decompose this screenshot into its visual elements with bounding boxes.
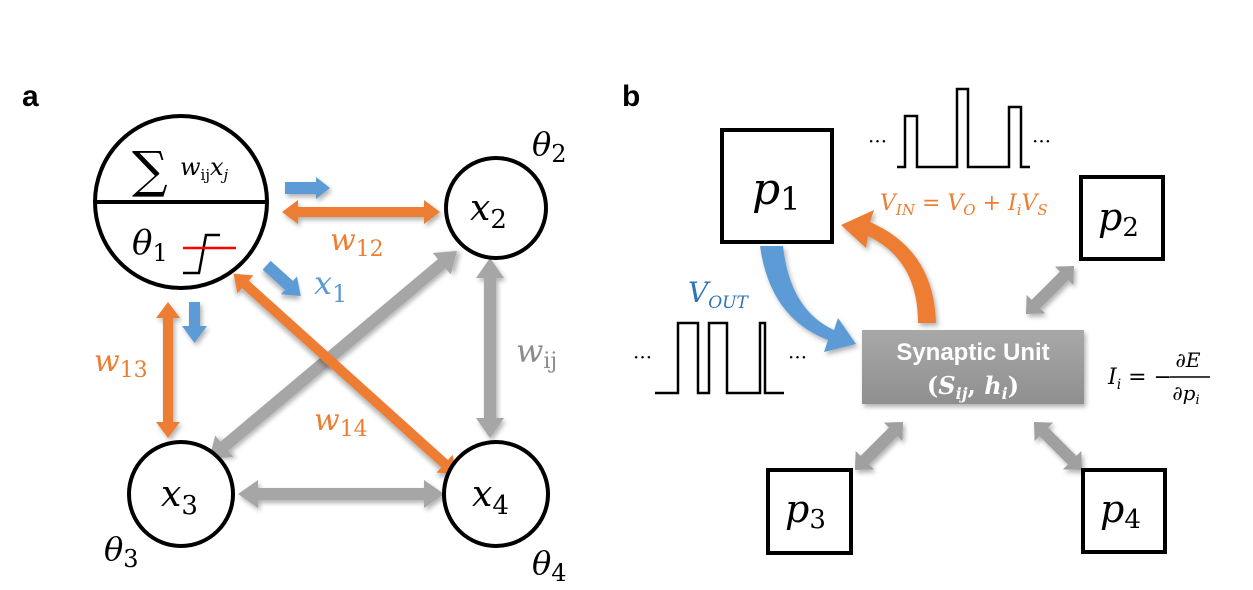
equation-current-denominator: ∂pi [1172, 381, 1199, 408]
box-p4: p4 [1081, 468, 1167, 554]
box-p4-label: p4 [1100, 487, 1141, 535]
synaptic-unit-title: Synaptic Unit [896, 339, 1049, 366]
box-p1: p1 [720, 128, 834, 244]
label-x1: x1 [314, 264, 347, 308]
box-p2: p2 [1079, 175, 1165, 261]
label-vout: VOUT [688, 276, 749, 313]
arrow-unit-p3 [854, 421, 904, 471]
sum-symbol: ∑ [132, 141, 168, 199]
arrow-vout-curve [760, 246, 856, 352]
pulse-train-input [897, 87, 1030, 169]
node-x4-label: x4 [472, 474, 509, 521]
node-x2-label: x2 [470, 188, 507, 235]
arrow-unit-p2 [1025, 265, 1075, 315]
step-function-icon [183, 233, 220, 275]
theta-1-label: θ1 [132, 223, 168, 267]
arrow-x1-out-right [285, 177, 330, 199]
equation-current-numerator: ∂E [1176, 348, 1201, 372]
synaptic-unit [862, 330, 1084, 404]
node-x3-label: x3 [161, 474, 198, 521]
pulse-train-output [655, 321, 784, 395]
node-x4: x4 θ4 [442, 440, 567, 587]
pulse-bottom-ellipsis-right: ··· [788, 345, 807, 369]
panel-label-a: a [22, 80, 39, 113]
label-w12: w12 [330, 223, 384, 262]
arrow-w14 [233, 273, 457, 475]
box-p2-label: p2 [1098, 195, 1139, 243]
theta-2-label: θ2 [532, 125, 567, 168]
arrow-x2-x4 [476, 258, 504, 438]
box-p3: p3 [766, 468, 853, 555]
pulse-top-ellipsis-left: ··· [868, 129, 887, 153]
arrow-x1-out-diag [262, 260, 301, 297]
arrow-x3-x2 [208, 250, 458, 460]
sum-expression: wijxj [180, 153, 229, 184]
theta-3-label: θ3 [104, 530, 139, 573]
box-p3-label: p3 [785, 487, 826, 535]
arrow-unit-p4 [1033, 421, 1083, 471]
arrow-x3-x4 [238, 480, 444, 508]
theta-4-label: θ4 [532, 544, 567, 587]
node-x2: x2 θ2 [444, 125, 567, 260]
pulse-bottom-ellipsis-left: ··· [633, 345, 652, 369]
neuron-1: ∑ wijxj θ1 [93, 114, 269, 290]
synaptic-unit-params: (Sij, hi) [927, 371, 1019, 403]
label-w13: w13 [94, 344, 148, 383]
equation-current: Ii = − ∂E ∂pi [1107, 348, 1210, 408]
pulse-top-ellipsis-right: ··· [1032, 129, 1051, 153]
arrow-x1-out-down [182, 302, 207, 343]
panel-label-b: b [622, 80, 640, 113]
box-p1-label: p1 [752, 164, 801, 218]
label-w14: w14 [314, 403, 368, 442]
label-wij: wij [516, 332, 557, 374]
arrow-vin-curve [841, 210, 936, 323]
equation-current-lhs: Ii = − [1107, 365, 1172, 393]
arrow-w12 [282, 200, 440, 224]
node-x3: x3 θ3 [104, 440, 235, 573]
arrow-w13 [156, 302, 180, 438]
equation-vin: VIN = VO + IiVS [880, 191, 1048, 219]
